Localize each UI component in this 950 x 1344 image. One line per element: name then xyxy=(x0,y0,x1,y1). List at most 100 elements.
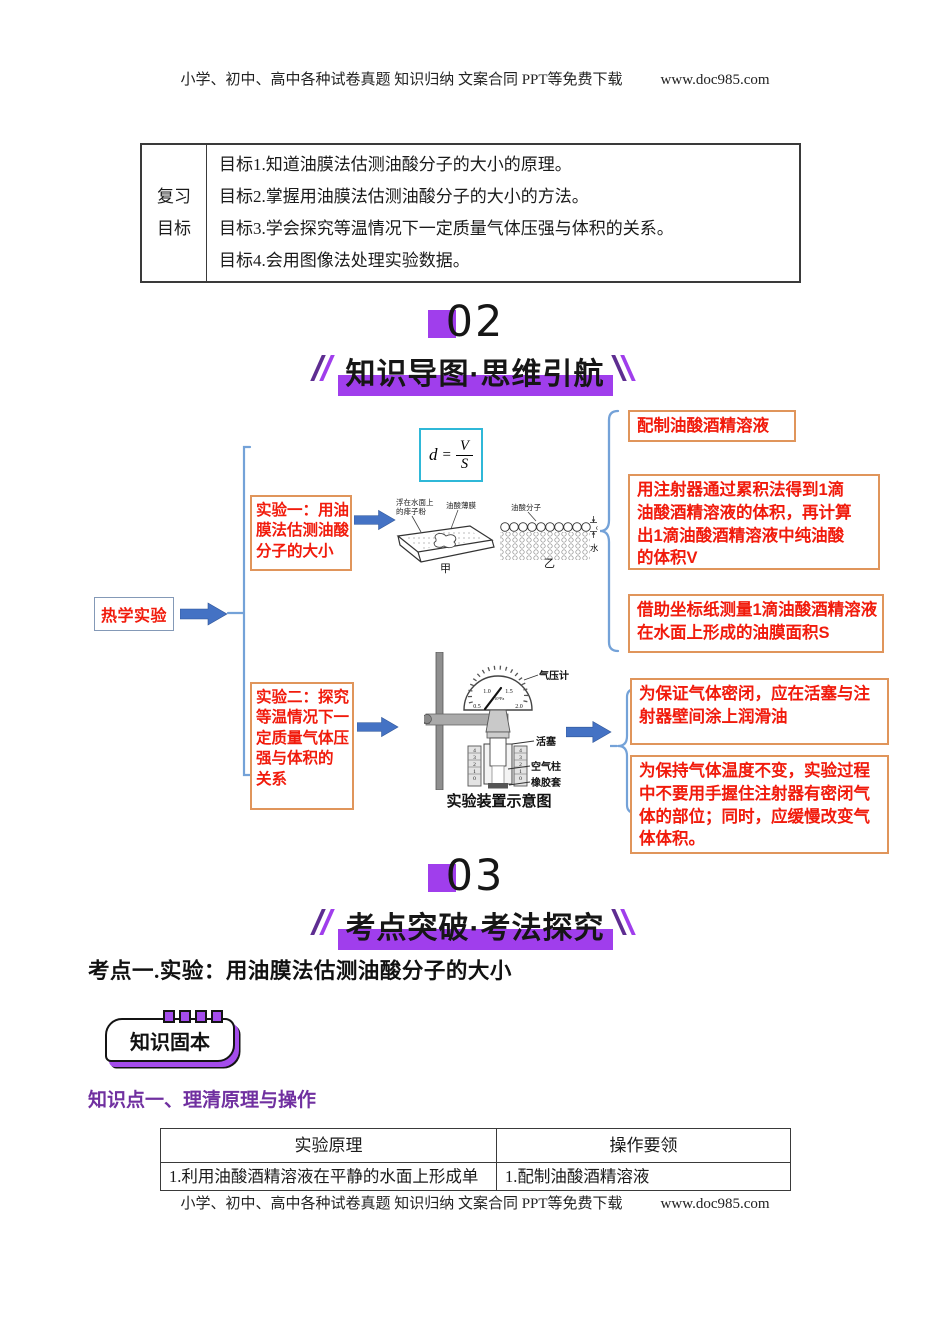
exp1-line: 实验一：用油 xyxy=(256,502,350,519)
exp2-line: 强与体积的 xyxy=(256,750,334,768)
cell-operation-1: 1.配制油酸酒精溶液 xyxy=(505,1167,650,1186)
scaleR-3: 3 xyxy=(519,755,522,761)
section-03-header: 03 考点突破·考法探究 xyxy=(0,851,950,950)
scaleR-1: 1 xyxy=(519,769,522,775)
scaleR-4: 4 xyxy=(519,748,522,754)
review-goals-cell: 目标1.知道油膜法估测油酸分子的大小的原理。 目标2.掌握用油膜法估测油酸分子的… xyxy=(207,145,799,281)
purple-square-decoration xyxy=(427,864,456,892)
note-line: 中不要用手握住注射器有密闭气 xyxy=(639,784,870,803)
exp2-line: 等温情况下一 xyxy=(256,709,350,727)
block-arrow-right-icon xyxy=(180,602,228,626)
note-line: 体体积。 xyxy=(639,830,705,849)
exp2-line: 实验二：探究 xyxy=(256,689,350,706)
tray-oilfilm-diagram: 浮在水面上 的痱子粉 油酸薄膜 甲 xyxy=(396,497,495,574)
col-header-operation: 操作要领 xyxy=(609,1136,678,1155)
badge-label: 知识固本 xyxy=(130,1031,210,1054)
double-slash-right-icon xyxy=(610,909,639,937)
dial-unit: ×10⁵Pa xyxy=(492,696,505,701)
mindmap-exp1-node: 实验一：用油 膜法估测油酸 分子的大小 xyxy=(250,495,352,571)
scaleL-3: 3 xyxy=(473,755,476,761)
goal-item-3: 目标3.学会探究等温情况下一定质量气体压强与体积的关系。 xyxy=(219,218,674,238)
header-promo-text: 小学、初中、高中各种试卷真题 知识归纳 文案合同 PPT等免费下载 xyxy=(180,72,623,88)
exp1-note-3: 借助坐标纸测量1滴油酸酒精溶液 在水面上形成的油膜面积S xyxy=(628,594,884,653)
exp1-line: 膜法估测油酸 xyxy=(256,522,350,540)
cell-principle-1: 1.利用油酸酒精溶液在平静的水面上形成单 xyxy=(161,1163,497,1190)
fraction-bar xyxy=(455,454,473,456)
molecule-layer-diagram: 油酸分子 d 水 乙 xyxy=(500,502,598,569)
goal-item-2: 目标2.掌握用油膜法估测油酸分子的大小的方法。 xyxy=(219,186,589,206)
principle-operation-table: 实验原理 操作要领 1.利用油酸酒精溶液在平静的水面上形成单 1.配制油酸酒精溶… xyxy=(160,1128,791,1191)
note-line: 用注射器通过累积法得到1滴 xyxy=(637,481,845,499)
review-header-line2: 目标 xyxy=(157,219,191,238)
footer-promo-text: 小学、初中、高中各种试卷真题 知识归纳 文案合同 PPT等免费下载 xyxy=(180,1196,623,1212)
knowledge-point-1-heading: 知识点一、理清原理与操作 xyxy=(88,1090,317,1111)
review-header-line1: 复习 xyxy=(157,186,191,206)
section-03-title: 考点突破·考法探究 xyxy=(345,912,605,945)
molecule-label: 油酸分子 xyxy=(511,502,541,512)
note-line: 体的部位；同时，应缓慢改变气 xyxy=(639,807,870,826)
formula-fraction: V S xyxy=(455,438,473,472)
section-03-number: 03 xyxy=(445,851,505,901)
page-footer: 小学、初中、高中各种试卷真题 知识归纳 文案合同 PPT等免费下载 www.doc… xyxy=(0,1192,950,1213)
topic-1-heading: 考点一.实验：用油膜法估测油酸分子的大小 xyxy=(88,959,512,983)
mindmap-exp2-node: 实验二：探究 等温情况下一 定质量气体压 强与体积的 关系 xyxy=(250,682,354,810)
footer-site-url[interactable]: www.doc985.com xyxy=(660,1196,770,1212)
air-column-label: 空气柱 xyxy=(531,760,561,773)
purple-highlight-bar xyxy=(337,929,613,950)
section-02-number: 02 xyxy=(445,297,505,347)
double-slash-left-icon xyxy=(309,909,338,937)
col-header-principle: 实验原理 xyxy=(161,1129,497,1162)
table-row: 1.利用油酸酒精溶液在平静的水面上形成单 1.配制油酸酒精溶液 xyxy=(161,1163,790,1190)
formula-equals: = xyxy=(442,446,451,463)
double-slash-right-icon xyxy=(610,355,639,383)
section-03-number-wrap: 03 xyxy=(427,851,505,901)
knowledge-base-badge: 知识固本 xyxy=(105,1010,237,1062)
badge-body: 知识固本 xyxy=(105,1018,235,1062)
scaleL-4: 4 xyxy=(473,748,476,754)
section-02-header: 02 知识导图·思维引航 xyxy=(0,297,950,396)
block-arrow-right-icon xyxy=(354,509,396,531)
section-03-title-wrap: 考点突破·考法探究 xyxy=(309,903,636,950)
goal-item-1: 目标1.知道油膜法估测油酸分子的大小的原理。 xyxy=(219,154,572,174)
rubber-sleeve-label: 橡胶套 xyxy=(531,776,562,789)
formula-lhs: d xyxy=(429,445,438,464)
exp2-line: 定质量气体压 xyxy=(256,729,350,747)
exp1-note-1: 配制油酸酒精溶液 xyxy=(628,410,796,442)
branch-bracket-line xyxy=(226,445,252,777)
purple-highlight-bar xyxy=(337,375,613,396)
scaleR-0: 0 xyxy=(519,776,522,782)
apparatus-caption: 实验装置示意图 xyxy=(446,794,552,810)
exp1-line: 分子的大小 xyxy=(256,542,334,560)
note-line: 为保证气体密闭，应在活塞与注 xyxy=(639,685,870,703)
page-header: 小学、初中、高中各种试卷真题 知识归纳 文案合同 PPT等免费下载 www.doc… xyxy=(0,68,950,89)
exp2-line: 关系 xyxy=(256,770,288,788)
scaleL-2: 2 xyxy=(473,762,476,768)
note-line: 油酸酒精溶液的体积，再计算 xyxy=(637,503,852,522)
goal-item-4: 目标4.会用图像法处理实验数据。 xyxy=(219,250,470,270)
curly-brace-exp1 xyxy=(599,409,620,653)
note-line: 的体积V xyxy=(637,549,698,568)
note-line: 出1滴油酸酒精溶液中纯油酸 xyxy=(637,526,845,545)
review-goals-row-header: 复习 目标 xyxy=(142,145,207,281)
scaleL-1: 1 xyxy=(473,769,476,775)
molecule-thickness-label: d xyxy=(596,524,598,532)
pressure-apparatus-diagram: 0.5 1.0 1.5 2.0 ×10⁵Pa 4 3 2 1 0 4 3 xyxy=(424,652,569,790)
review-goals-table: 复习 目标 目标1.知道油膜法估测油酸分子的大小的原理。 目标2.掌握用油膜法估… xyxy=(140,143,801,283)
badge-squares-decoration xyxy=(163,1010,223,1023)
note-line: 在水面上形成的油膜面积S xyxy=(637,623,830,642)
water-label: 水 xyxy=(590,543,598,553)
note-line: 配制油酸酒精溶液 xyxy=(637,417,769,435)
section-02-number-wrap: 02 xyxy=(427,297,505,347)
exp2-note-2: 为保持气体温度不变，实验过程 中不要用手握住注射器有密闭气 体的部位；同时，应缓… xyxy=(630,755,889,854)
formula-box: d = V S xyxy=(419,428,483,482)
section-02-title: 知识导图·思维引航 xyxy=(345,358,605,391)
molecule-caption: 乙 xyxy=(544,557,555,569)
scaleR-2: 2 xyxy=(519,762,522,768)
note-line: 借助坐标纸测量1滴油酸酒精溶液 xyxy=(637,601,878,619)
header-site-url[interactable]: www.doc985.com xyxy=(660,72,770,88)
mindmap-root-node: 热学实验 xyxy=(94,597,174,631)
dial-value-1: 1.0 xyxy=(483,689,491,695)
note-line: 为保持气体温度不变，实验过程 xyxy=(639,762,870,780)
formula-numerator: V xyxy=(460,438,469,454)
